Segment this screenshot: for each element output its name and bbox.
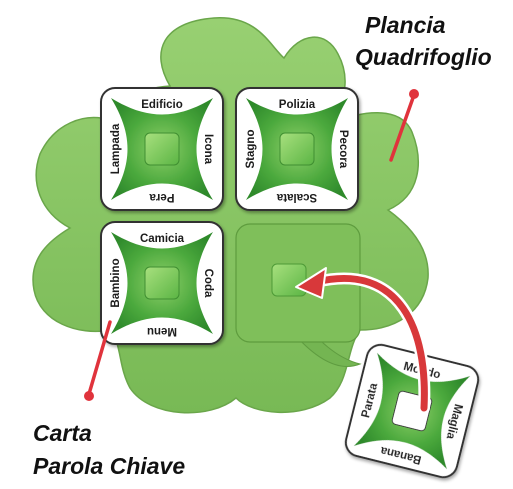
keyword-card-bottom-left[interactable]: Camicia Coda Menu Bambino	[101, 222, 223, 344]
card-word-right: Icona	[202, 134, 214, 165]
card-center-square	[280, 133, 314, 165]
card-word-left: Stagno	[245, 130, 257, 169]
card-word-left: Bambino	[110, 258, 122, 307]
card-word-top: Polizia	[279, 99, 316, 111]
board-caption-line2: Quadrifoglio	[355, 44, 492, 70]
card-word-bottom: Menu	[147, 325, 177, 337]
card-word-bottom: Scalata	[276, 191, 317, 203]
card-label-pointer	[84, 322, 110, 401]
card-word-top: Edificio	[141, 99, 183, 111]
board-caption-line1: Plancia	[365, 12, 446, 38]
card-word-left: Lampada	[110, 123, 122, 174]
slot-center-square	[272, 264, 306, 296]
card-caption-line1: Carta	[33, 420, 92, 446]
card-word-top: Camicia	[140, 233, 185, 245]
card-word-right: Pecora	[337, 130, 349, 169]
keyword-card-loose[interactable]: Mondo Maglia Banana Parata	[343, 342, 481, 480]
card-word-right: Coda	[202, 269, 214, 298]
card-center-square	[145, 267, 179, 299]
card-caption-line2: Parola Chiave	[33, 453, 185, 479]
card-center-square	[145, 133, 179, 165]
keyword-card-top-right[interactable]: Polizia Pecora Scalata Stagno	[236, 88, 358, 210]
card-word-bottom: Pera	[149, 191, 175, 203]
keyword-card-top-left[interactable]: Edificio Icona Pera Lampada	[101, 88, 223, 210]
